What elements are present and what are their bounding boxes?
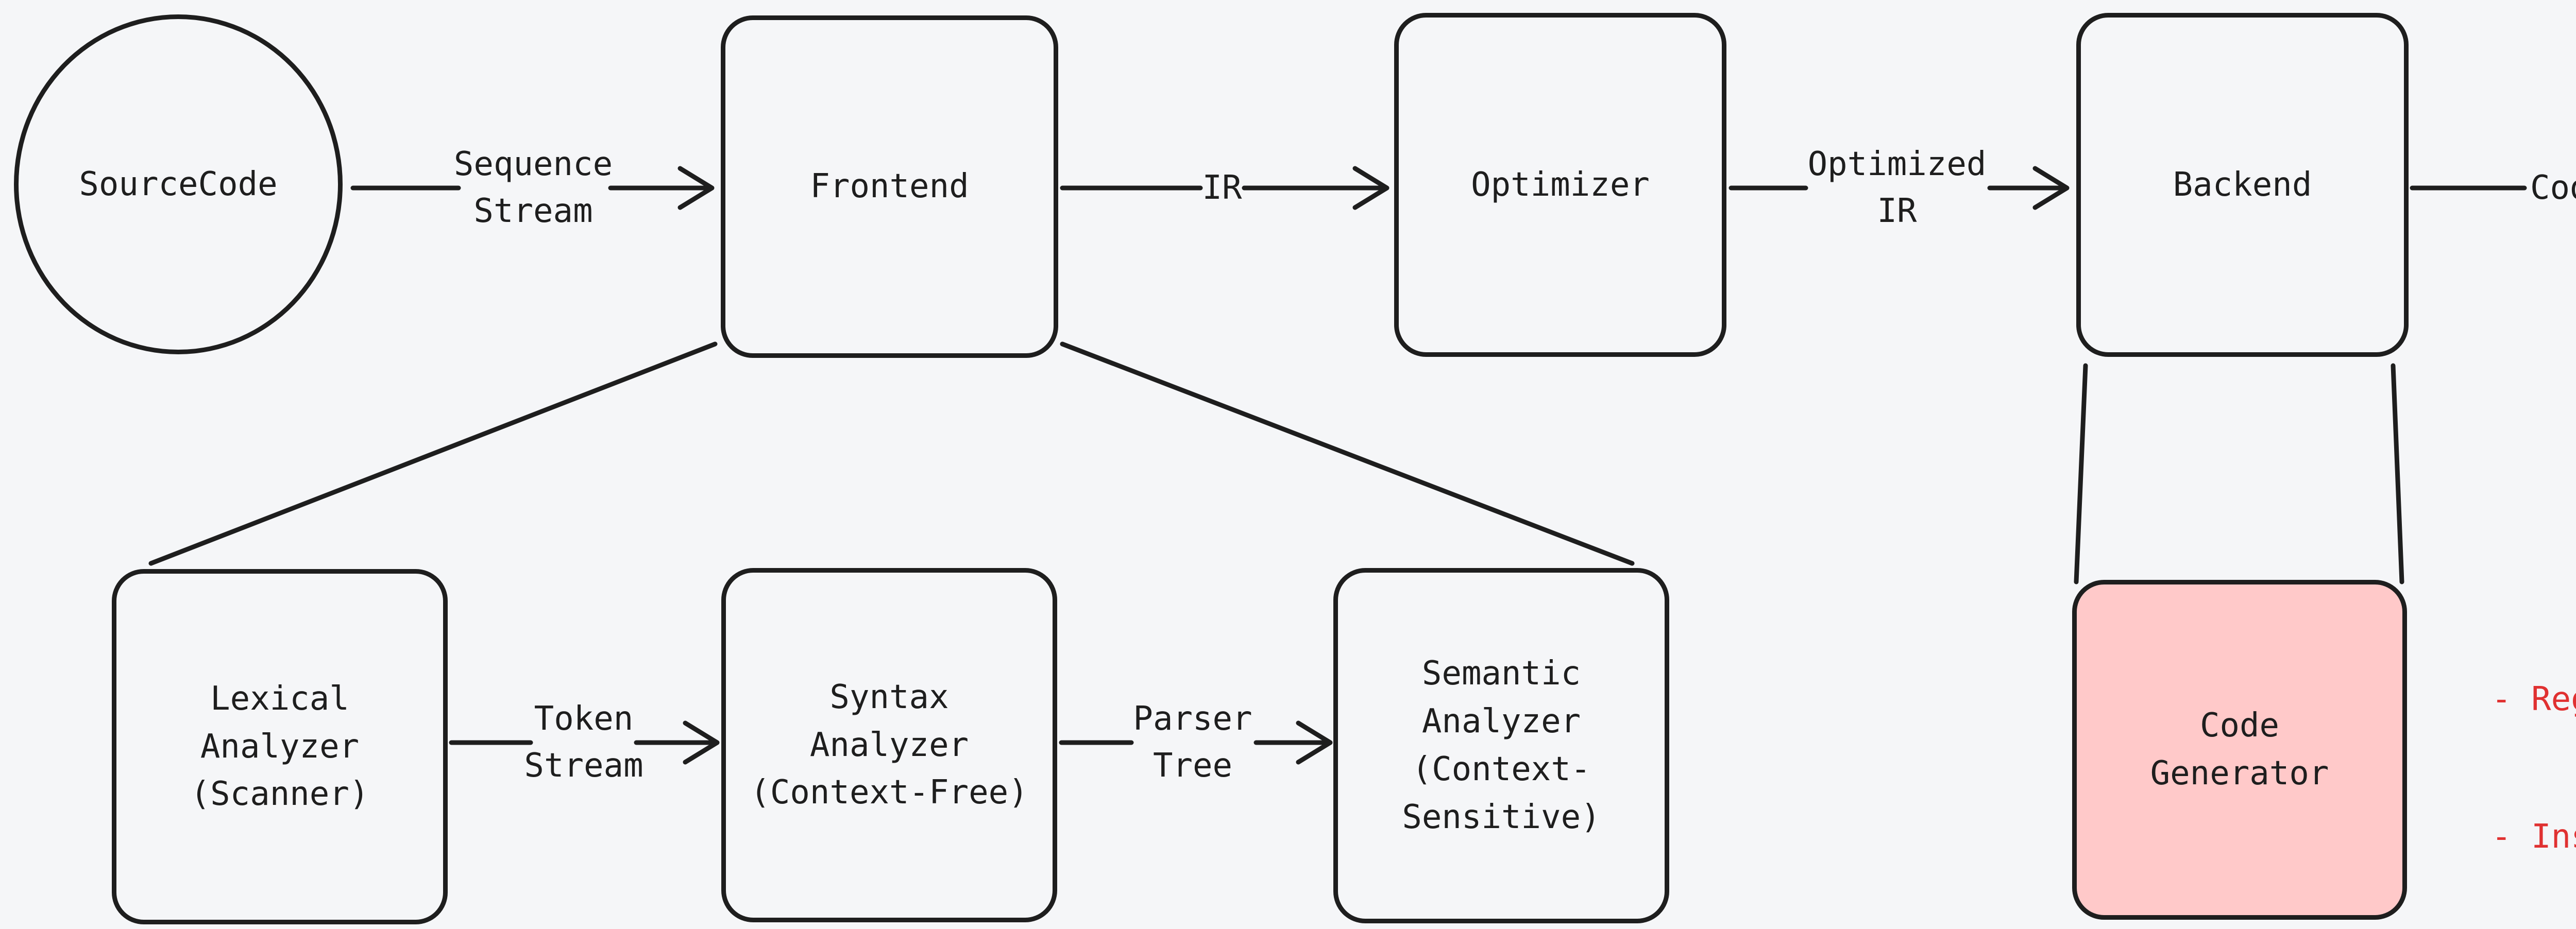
edge-ir-arrow xyxy=(1060,166,1389,210)
edge-parser-tree-label: Parser Tree xyxy=(1133,700,1252,785)
node-lexical-analyzer[interactable]: Lexical Analyzer (Scanner) xyxy=(112,569,448,924)
edge-sequence-stream-arrow xyxy=(350,166,715,210)
backend-task-item: - Instruction scheduling xyxy=(2492,818,2576,856)
node-syntax-analyzer-label: Syntax Analyzer (Context-Free) xyxy=(750,678,1028,812)
node-backend-label: Backend xyxy=(2173,165,2312,204)
node-source-code-label: SourceCode xyxy=(79,165,278,203)
node-backend[interactable]: Backend xyxy=(2076,13,2409,357)
node-frontend[interactable]: Frontend xyxy=(721,15,1058,358)
edge-optimized-ir-arrow xyxy=(1728,166,2070,210)
node-optimizer-label: Optimizer xyxy=(1471,165,1650,204)
edge-token-stream-arrow xyxy=(449,720,720,765)
backend-expansion-lines xyxy=(2074,363,2404,584)
node-syntax-analyzer[interactable]: Syntax Analyzer (Context-Free) xyxy=(721,568,1057,922)
backend-task-item: - Register allocation xyxy=(2492,680,2576,718)
node-code-generator-label: Code Generator xyxy=(2150,707,2329,793)
node-frontend-label: Frontend xyxy=(810,167,969,206)
edge-sequence-stream-label: Sequence Stream xyxy=(453,145,613,230)
edge-token-stream-label: Token Stream xyxy=(524,700,643,785)
edge-optimized-ir-label: Optimized IR xyxy=(1807,145,1987,230)
node-semantic-analyzer[interactable]: Semantic Analyzer (Context- Sensitive) xyxy=(1333,568,1669,923)
node-code-generator[interactable]: Code Generator xyxy=(2072,580,2407,920)
node-lexical-analyzer-label: Lexical Analyzer (Scanner) xyxy=(190,679,369,814)
node-source-code[interactable]: SourceCode xyxy=(14,14,343,354)
edge-parser-tree-arrow xyxy=(1059,720,1333,765)
edge-code-arrow xyxy=(2410,185,2527,191)
backend-tasks-annotation: - Register allocation - Instruction sche… xyxy=(2492,585,2576,929)
edge-code-label: Code xyxy=(2530,168,2576,207)
node-optimizer[interactable]: Optimizer xyxy=(1394,13,1726,357)
frontend-expansion-lines xyxy=(148,341,1635,566)
node-semantic-analyzer-label: Semantic Analyzer (Context- Sensitive) xyxy=(1402,655,1601,836)
edge-ir-label: IR xyxy=(1202,168,1242,207)
